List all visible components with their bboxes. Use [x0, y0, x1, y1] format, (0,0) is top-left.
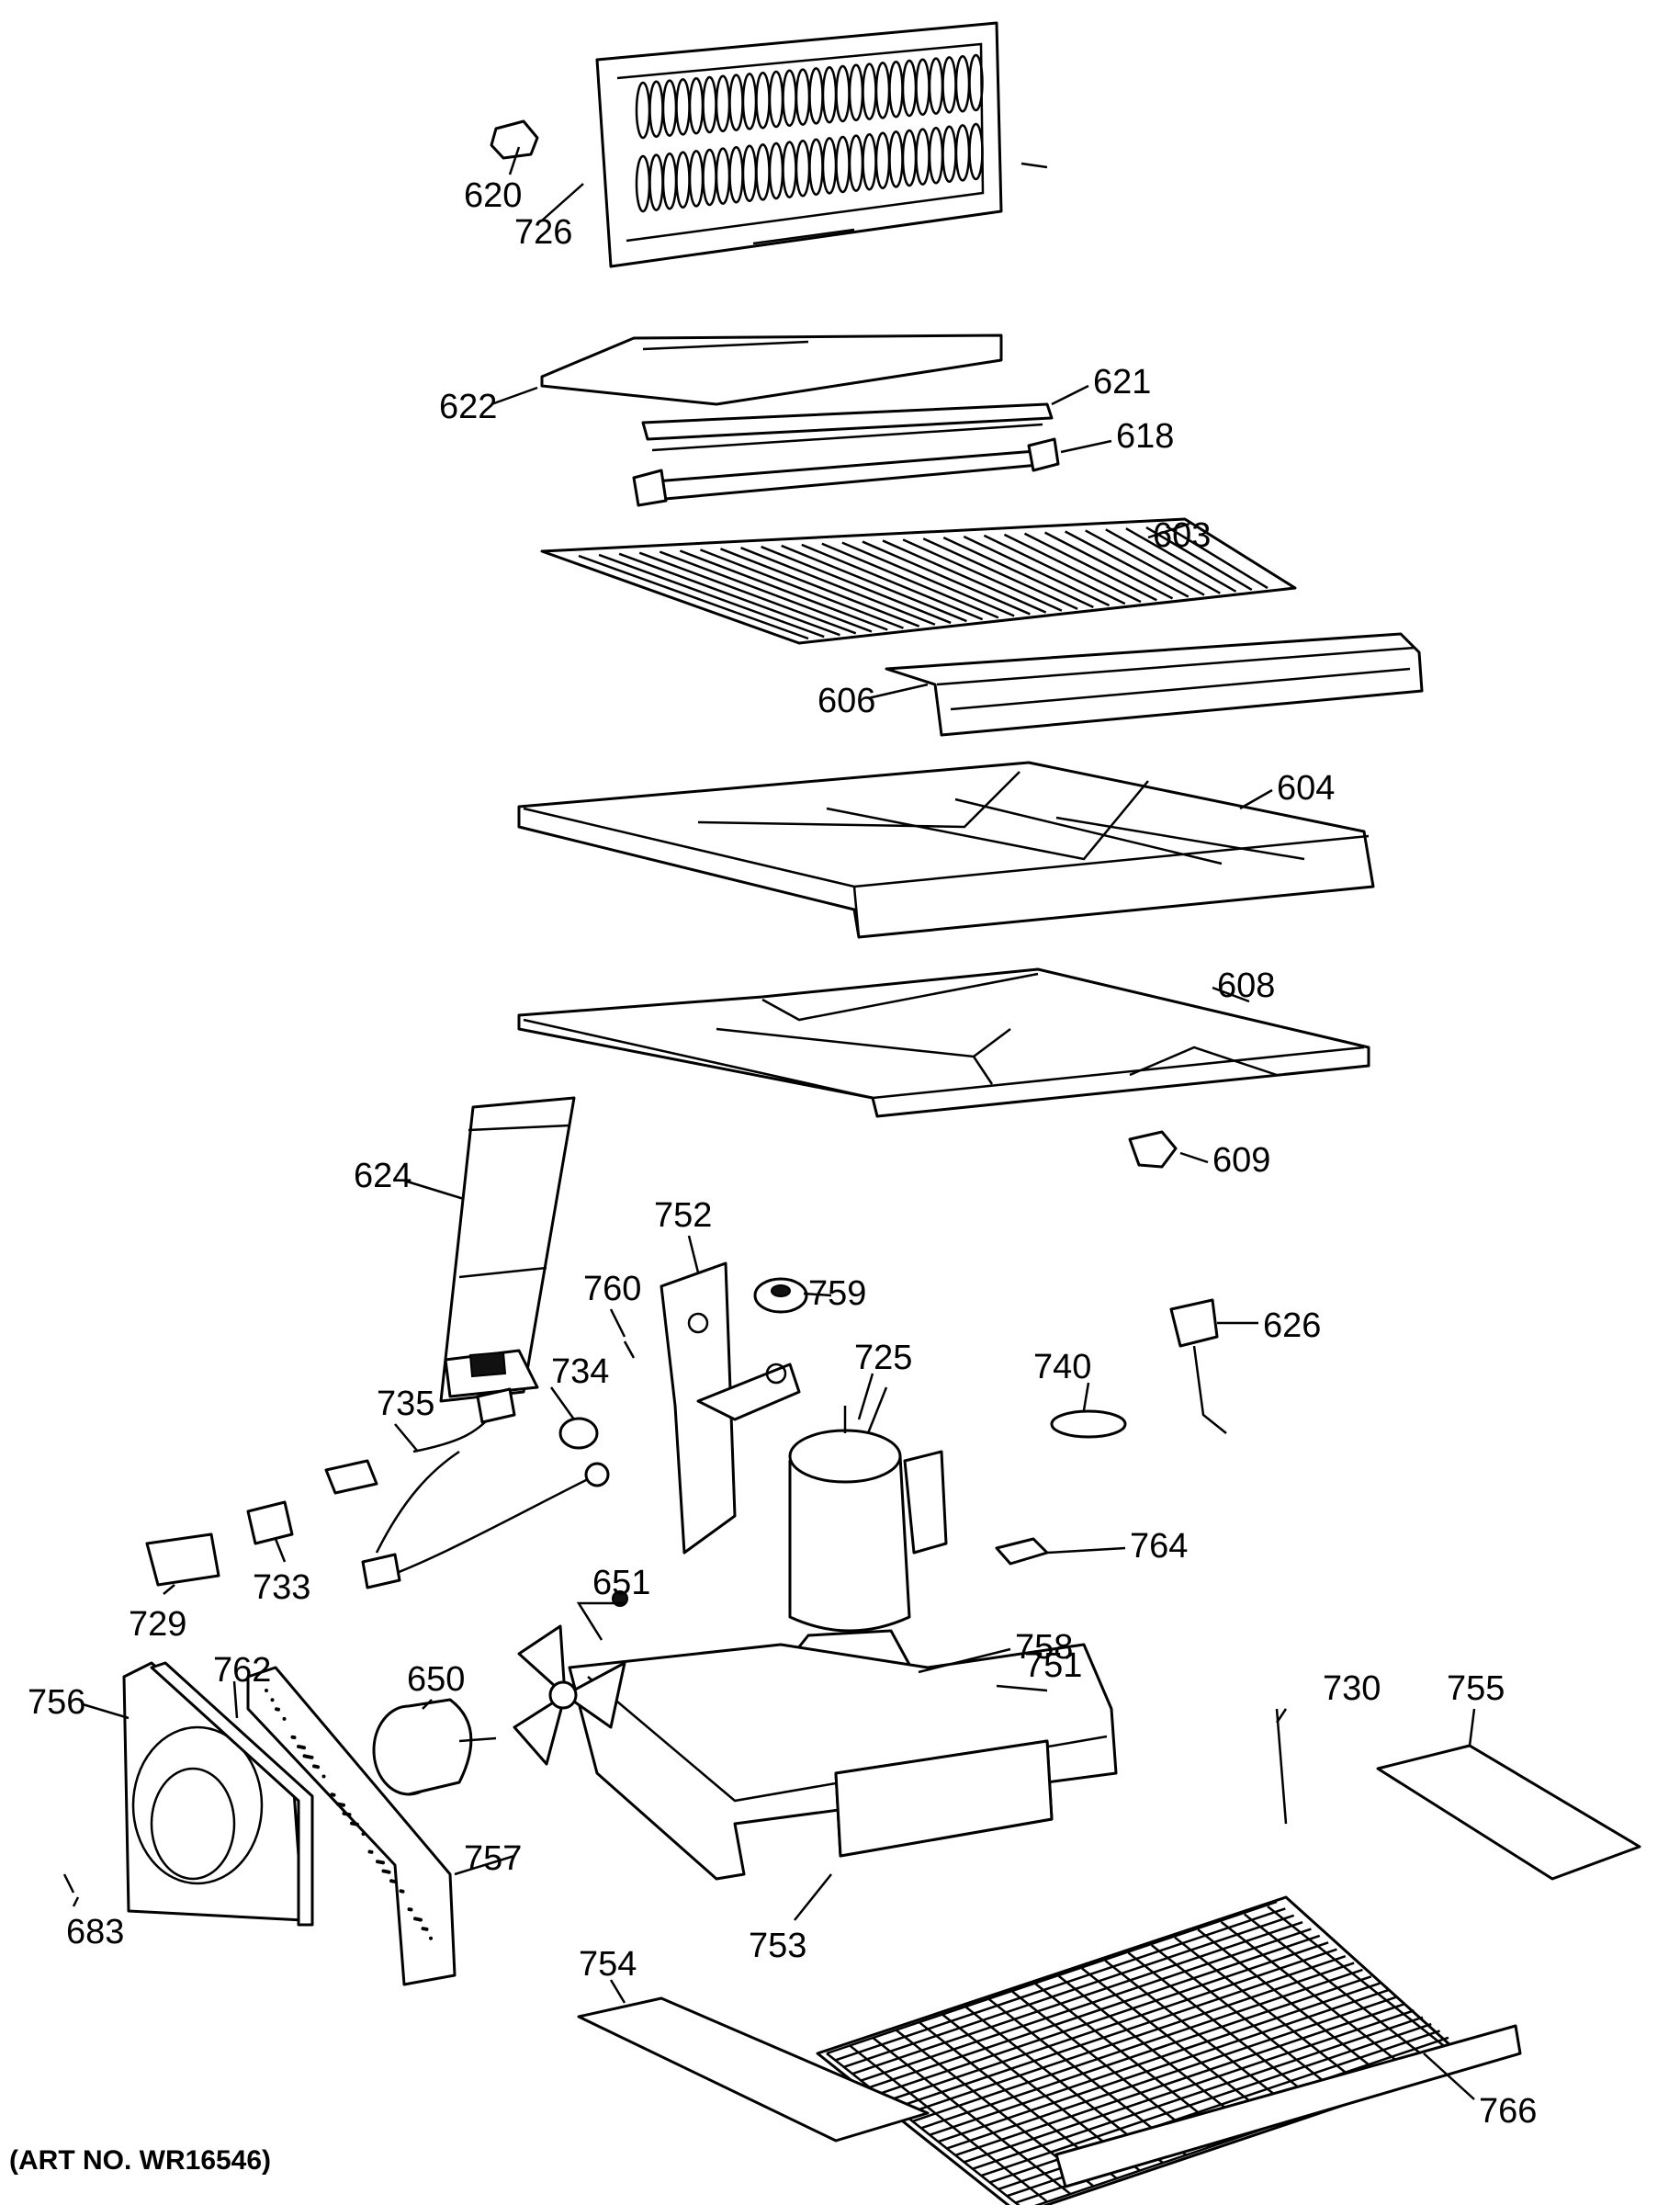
label-618: 618 — [1116, 417, 1174, 456]
label-734: 734 — [551, 1352, 609, 1391]
label-726: 726 — [514, 213, 572, 252]
label-620: 620 — [464, 176, 522, 215]
label-725: 725 — [854, 1339, 912, 1377]
seal-762 — [150, 1661, 314, 1927]
label-609: 609 — [1212, 1141, 1270, 1180]
defrost-heater-621 — [641, 402, 1054, 452]
label-603: 603 — [1153, 516, 1211, 555]
label-733: 733 — [253, 1568, 310, 1607]
label-624: 624 — [354, 1157, 412, 1195]
label-608: 608 — [1217, 967, 1275, 1005]
label-753: 753 — [749, 1927, 806, 1965]
label-730: 730 — [1323, 1669, 1381, 1708]
screw-760 — [623, 1340, 636, 1359]
label-764: 764 — [1130, 1527, 1188, 1566]
terminal-block-733 — [246, 1500, 294, 1545]
capacitor-729 — [145, 1532, 220, 1587]
shelf-603 — [540, 517, 1297, 645]
screw-683 — [62, 1873, 75, 1894]
label-758: 758 — [1015, 1628, 1073, 1667]
label-759: 759 — [808, 1274, 866, 1313]
freezer-shelf-604 — [517, 761, 1375, 939]
label-760: 760 — [583, 1270, 641, 1308]
relay-734 — [558, 1417, 599, 1450]
wire-harness-735 — [324, 1387, 610, 1589]
fan-blade-651 — [513, 1590, 628, 1766]
overload-740 — [1050, 1409, 1127, 1439]
label-740: 740 — [1033, 1348, 1091, 1386]
screw — [1020, 162, 1048, 169]
part-number-labels: 620 726 622 621 618 603 606 604 608 609 … — [28, 176, 1537, 2131]
label-762: 762 — [213, 1651, 271, 1690]
label-752: 752 — [654, 1196, 712, 1235]
thermostat-620 — [490, 119, 539, 160]
label-756: 756 — [28, 1683, 85, 1722]
clip-609 — [1128, 1130, 1178, 1169]
art-number: (ART NO. WR16546) — [9, 2145, 272, 2176]
label-606: 606 — [817, 682, 875, 720]
label-683: 683 — [66, 1913, 124, 1951]
label-626: 626 — [1263, 1306, 1321, 1345]
liner-608 — [517, 967, 1370, 1118]
label-651: 651 — [592, 1564, 650, 1602]
evaporator-cover-622 — [540, 334, 1003, 406]
air-duct-624 — [439, 1096, 576, 1403]
leader-lines — [72, 146, 1476, 2100]
grommet-759 — [753, 1277, 808, 1314]
pad-766 — [1054, 2024, 1522, 2188]
cover-754 — [577, 1996, 930, 2143]
label-754: 754 — [579, 1945, 637, 1984]
label-735: 735 — [377, 1385, 434, 1423]
power-cord-626 — [1169, 1298, 1227, 1434]
cover-755 — [1376, 1744, 1641, 1881]
label-729: 729 — [129, 1605, 186, 1644]
label-757: 757 — [464, 1839, 522, 1878]
label-751: 751 — [1024, 1646, 1082, 1685]
label-604: 604 — [1277, 769, 1335, 808]
defrost-heater-rod-618 — [632, 437, 1060, 507]
label-622: 622 — [439, 388, 497, 426]
compressor-725 — [788, 1386, 948, 1633]
evaporator-coil-726 — [595, 21, 1003, 268]
front-rail-606 — [885, 632, 1424, 737]
clip-764 — [995, 1537, 1049, 1566]
label-621: 621 — [1093, 363, 1151, 401]
label-650: 650 — [407, 1660, 465, 1699]
fan-motor-650 — [372, 1698, 497, 1796]
insulation-757 — [246, 1666, 457, 1986]
compressor-bracket-752 — [660, 1261, 801, 1555]
label-755: 755 — [1447, 1669, 1505, 1708]
label-766: 766 — [1479, 2092, 1537, 2131]
drain-pan-753 — [834, 1739, 1054, 1858]
